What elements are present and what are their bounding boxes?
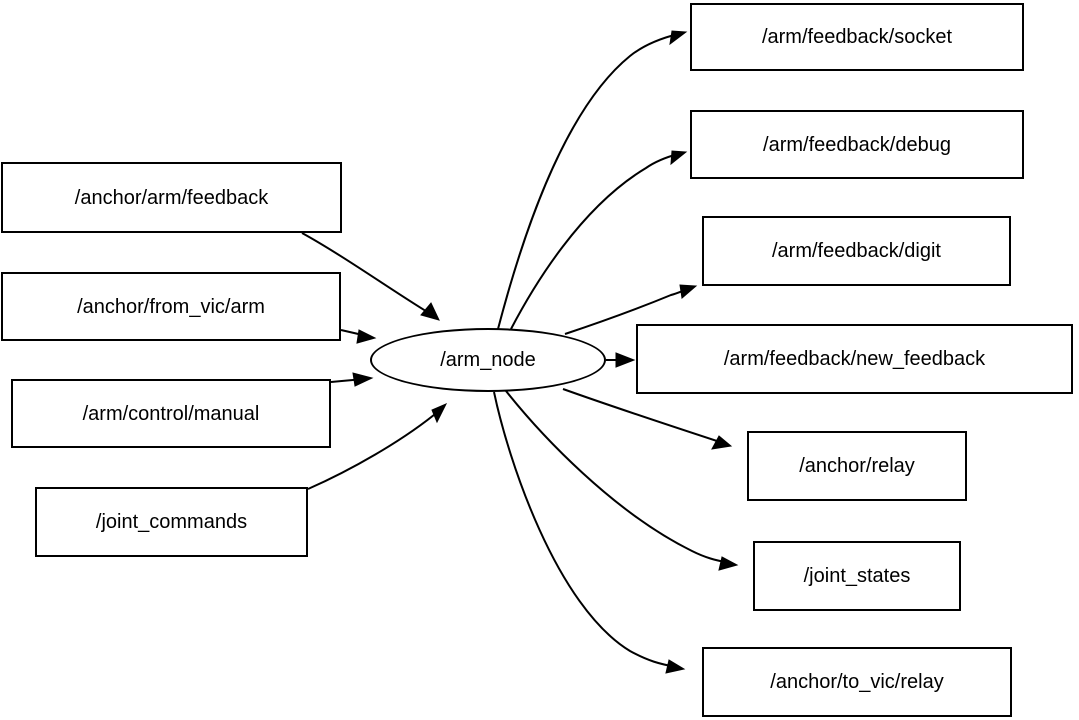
edge-line xyxy=(307,409,441,490)
edge-arrowhead-icon xyxy=(711,435,733,450)
topic-label: /anchor/relay xyxy=(799,455,915,477)
node-arm-node[interactable]: /arm_node xyxy=(370,328,606,392)
edge-line xyxy=(505,390,730,564)
graph-edge xyxy=(606,352,636,368)
topic-node-arm-feedback-debug[interactable]: /arm/feedback/debug xyxy=(690,110,1024,179)
graph-edge xyxy=(497,30,688,330)
topic-node-anchor-relay[interactable]: /anchor/relay xyxy=(747,431,967,501)
graph-edge xyxy=(307,403,448,490)
topic-node-joint-states[interactable]: /joint_states xyxy=(753,541,961,611)
topic-node-anchor-from-vic-arm[interactable]: /anchor/from_vic/arm xyxy=(1,272,341,341)
topic-node-joint-commands[interactable]: /joint_commands xyxy=(35,487,308,557)
graph-edge xyxy=(510,150,688,330)
topic-node-arm-feedback-new-feedback[interactable]: /arm/feedback/new_feedback xyxy=(636,324,1073,394)
edge-line xyxy=(493,391,677,668)
topic-label: /arm/feedback/socket xyxy=(761,26,953,48)
graph-edge xyxy=(301,232,440,321)
topic-label: /joint_states xyxy=(803,565,911,587)
topic-label: /anchor/to_vic/relay xyxy=(770,671,944,693)
graph-edge xyxy=(564,284,698,335)
topic-label: /arm/control/manual xyxy=(82,402,260,425)
edge-arrowhead-icon xyxy=(679,284,698,299)
node-arm-node-label: /arm_node xyxy=(440,348,536,371)
topic-label: /arm/feedback/digit xyxy=(772,240,941,262)
graph-edge xyxy=(505,390,739,571)
topic-label: /anchor/arm/feedback xyxy=(74,186,269,209)
topic-label: /anchor/from_vic/arm xyxy=(77,295,265,318)
topic-node-arm-feedback-digit[interactable]: /arm/feedback/digit xyxy=(702,216,1011,286)
topic-node-arm-control-manual[interactable]: /arm/control/manual xyxy=(11,379,331,448)
graph-edge xyxy=(493,391,686,674)
edge-arrowhead-icon xyxy=(669,30,688,46)
topic-label: /arm/feedback/debug xyxy=(763,133,951,156)
edge-line xyxy=(301,232,435,317)
graph-edge xyxy=(340,329,377,344)
topic-label: /joint_commands xyxy=(95,511,248,533)
edge-arrowhead-icon xyxy=(420,302,440,321)
edge-arrowhead-icon xyxy=(356,329,377,344)
graph-edge xyxy=(562,388,733,450)
edge-arrowhead-icon xyxy=(352,372,374,387)
edge-arrowhead-icon xyxy=(615,352,636,368)
edge-arrowhead-icon xyxy=(670,150,688,166)
topic-node-anchor-to-vic-relay[interactable]: /anchor/to_vic/relay xyxy=(702,647,1012,717)
graph-edge xyxy=(330,372,374,387)
edge-line xyxy=(510,153,679,330)
edge-arrowhead-icon xyxy=(718,556,739,571)
topic-node-anchor-arm-feedback[interactable]: /anchor/arm/feedback xyxy=(1,162,342,233)
edge-arrowhead-icon xyxy=(665,659,686,674)
topic-label: /arm/feedback/new_feedback xyxy=(723,348,986,370)
edge-line xyxy=(497,33,679,330)
topic-node-arm-feedback-socket[interactable]: /arm/feedback/socket xyxy=(690,3,1024,71)
edge-line xyxy=(562,388,724,444)
edge-arrowhead-icon xyxy=(431,403,448,424)
